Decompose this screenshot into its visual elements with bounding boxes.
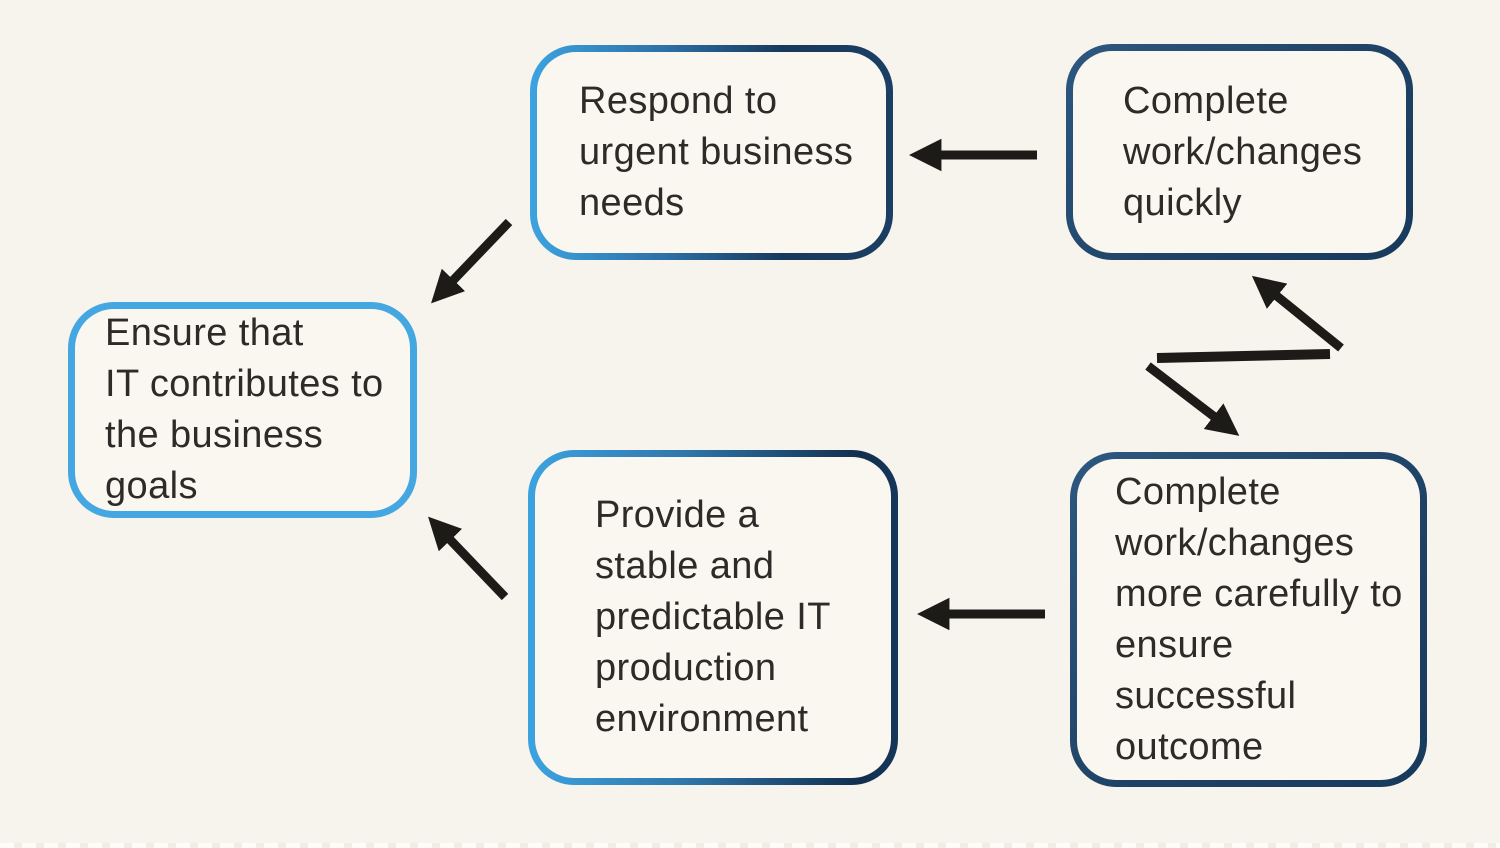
zigzag-bar-icon xyxy=(1156,349,1331,363)
node-label: Complete work/changes more carefully to … xyxy=(1115,470,1403,768)
page-bottom-edge xyxy=(0,843,1500,848)
arrow-respond-to-goals-icon xyxy=(431,218,513,304)
node-body: Respond to urgent business needs xyxy=(537,52,886,253)
node-complete-work-carefully: Complete work/changes more carefully to … xyxy=(1070,452,1427,787)
node-provide-stable-environment: Provide a stable and predictable IT prod… xyxy=(528,450,898,785)
arrow-zigzag-down-icon xyxy=(1145,362,1240,436)
node-label: Respond to urgent business needs xyxy=(579,80,854,224)
node-respond-urgent-needs: Respond to urgent business needs xyxy=(530,45,893,260)
node-label: Complete work/changes quickly xyxy=(1123,79,1363,224)
node-ensure-it-contributes: Ensure that IT contributes to the busine… xyxy=(68,302,417,518)
node-label: Provide a stable and predictable IT prod… xyxy=(595,494,831,740)
node-body: Ensure that IT contributes to the busine… xyxy=(75,309,410,511)
node-label: Ensure that IT contributes to the busine… xyxy=(105,312,384,507)
arrow-provide-to-goals-icon xyxy=(428,516,509,601)
node-body: Provide a stable and predictable IT prod… xyxy=(535,457,891,778)
arrow-zigzag-up-icon xyxy=(1251,275,1344,352)
node-complete-work-quickly: Complete work/changes quickly xyxy=(1066,44,1413,260)
node-body: Complete work/changes quickly xyxy=(1073,51,1406,253)
node-body: Complete work/changes more carefully to … xyxy=(1077,459,1420,780)
